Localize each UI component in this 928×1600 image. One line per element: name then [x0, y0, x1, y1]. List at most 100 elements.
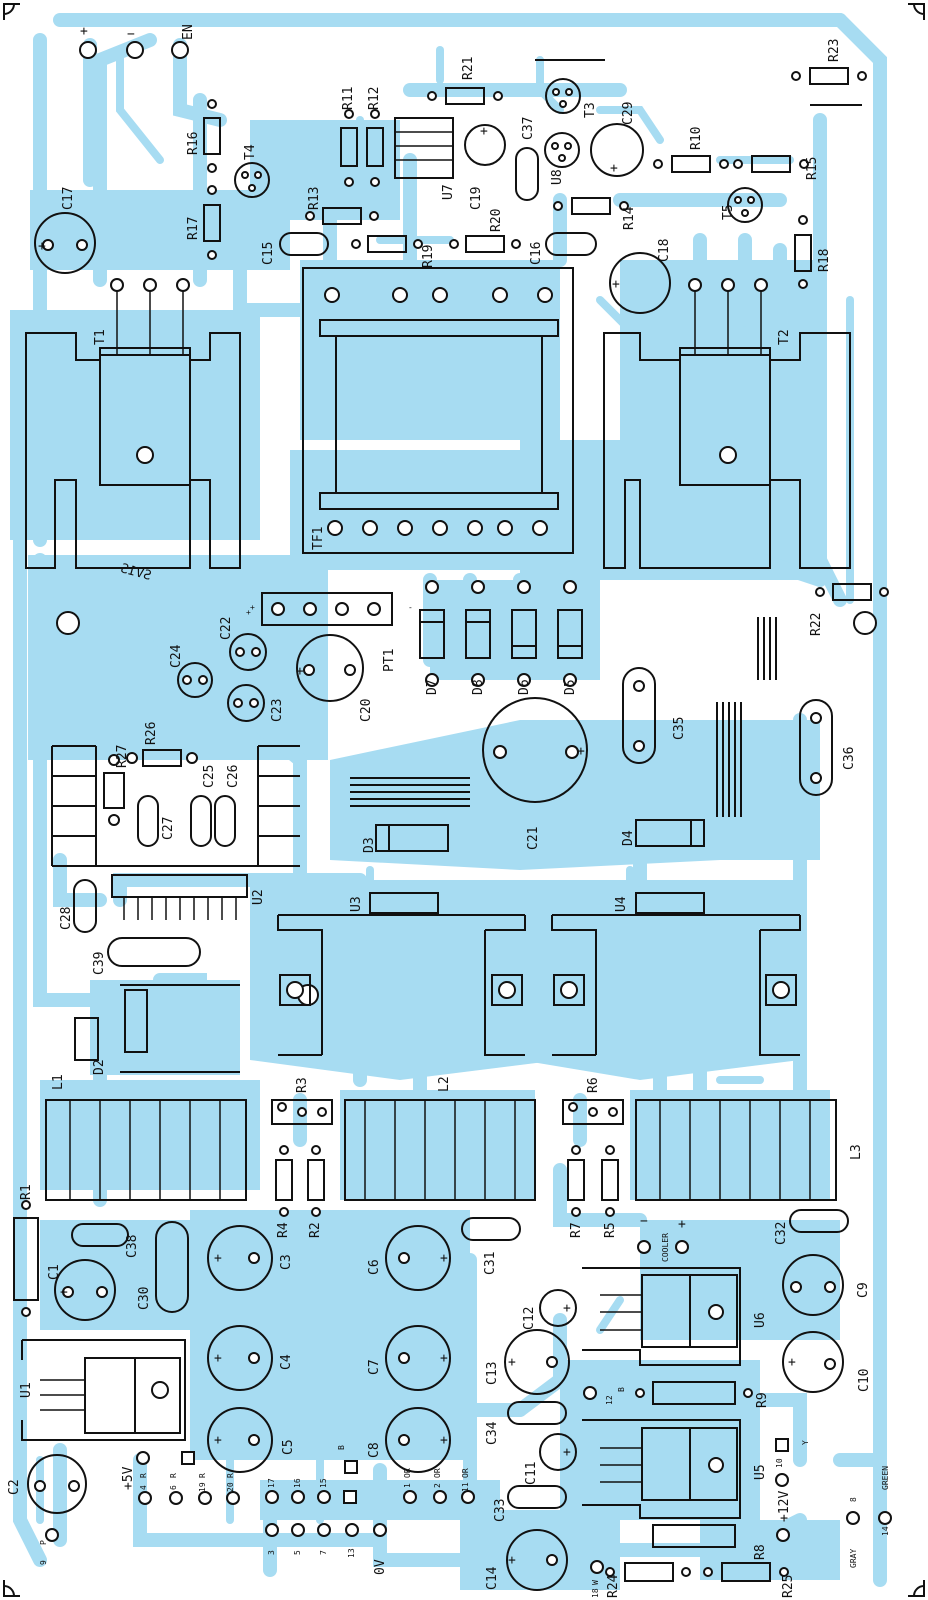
wire-links: [350, 617, 777, 817]
R5-label: R5: [603, 1222, 618, 1238]
svg-text:+: +: [480, 124, 488, 139]
D2-diode: D2: [74, 984, 240, 1075]
C20-label: C20: [359, 699, 374, 722]
C31-capacitor: C31: [461, 1217, 521, 1275]
C10-label: C10: [857, 1369, 872, 1392]
C9-label: C9: [856, 1282, 871, 1298]
svg-text:+: +: [214, 1433, 222, 1448]
C32-capacitor: C32: [774, 1209, 849, 1245]
C4-label: C4: [279, 1354, 294, 1370]
plus-terminal-label: +: [80, 24, 88, 39]
svg-text:+: +: [577, 744, 585, 759]
plus5v-label: +5V: [121, 1466, 136, 1490]
svg-text:16: 16: [293, 1478, 302, 1488]
C21-capacitor: + C21: [482, 697, 588, 850]
R15-label: R15: [805, 157, 820, 180]
R24-resistor: R24: [605, 1562, 691, 1598]
R20-label: R20: [489, 209, 504, 232]
svg-text:6: 6: [169, 1485, 178, 1490]
svg-text:2: 2: [433, 1483, 442, 1488]
svg-text:7: 7: [319, 1550, 328, 1555]
U4-label: U4: [614, 896, 629, 912]
C23-label: C23: [270, 699, 285, 722]
svg-text:W: W: [591, 1580, 600, 1585]
svg-text:+: +: [60, 1285, 68, 1300]
C34-label: C34: [485, 1421, 500, 1445]
C37-label: C37: [521, 117, 536, 140]
T3-label: T3: [583, 102, 598, 118]
R3-trimmer: R3: [271, 1077, 333, 1125]
R26-label: R26: [144, 722, 159, 745]
C12-capacitor: +C12: [522, 1289, 577, 1330]
D3-label: D3: [362, 837, 377, 853]
svg-text:OR: OR: [403, 1468, 412, 1478]
TF1-transformer: TF1: [302, 267, 574, 554]
mounting-hole: [56, 611, 80, 635]
R4-label: R4: [276, 1222, 291, 1238]
R15-resistor: R15: [733, 155, 820, 180]
svg-text:OR: OR: [433, 1468, 442, 1478]
corner-mark: [908, 1580, 925, 1597]
C1-label: C1: [47, 1264, 62, 1280]
R18-label: R18: [817, 249, 832, 272]
small-electrolytics: + C22 C23 C24: [169, 608, 285, 722]
C15-label: C15: [261, 242, 276, 265]
R2-resistor: R2: [307, 1145, 325, 1238]
cooler-label: COOLER: [661, 1233, 670, 1262]
R25-label: R25: [781, 1575, 796, 1598]
U5-regulator: U5: [582, 1419, 768, 1519]
R25-resistor: R25: [703, 1562, 796, 1598]
R7-resistor: R7: [567, 1145, 585, 1238]
C15-capacitor: C15: [261, 232, 329, 265]
L3-label: L3: [849, 1144, 864, 1160]
L3-inductor: L3: [635, 1099, 864, 1201]
bottom-connectors: 9 P +5V 4 R 6 R 19 R 20 R 17 16 15 B 3 5…: [39, 1214, 892, 1598]
C6-capacitor: +C6: [367, 1225, 451, 1291]
R22-label: R22: [809, 613, 824, 636]
minus-terminal-label: −: [127, 27, 135, 42]
svg-text:8: 8: [849, 1497, 858, 1502]
PT1-bridge: +- PT1: [250, 592, 413, 672]
C21-label: C21: [526, 827, 541, 850]
R13-resistor: R13: [305, 187, 379, 225]
C30-capacitor: C30: [137, 1221, 189, 1313]
L2-label: L2: [437, 1076, 452, 1092]
R4-resistor: R4: [275, 1145, 293, 1238]
U7-ic: U7: [394, 117, 456, 200]
R26-resistor: R26: [126, 722, 198, 767]
svg-text:+: +: [246, 608, 251, 617]
C34-capacitor: C34: [485, 1401, 567, 1445]
C33-capacitor: C33: [493, 1485, 567, 1522]
svg-text:+: +: [38, 239, 46, 254]
C36-capacitor: C36: [799, 699, 857, 796]
svg-text:-: -: [408, 603, 413, 612]
D6-label: D6: [517, 679, 532, 695]
U1-regulator: U1: [19, 1339, 186, 1441]
R20-resistor: R20: [449, 209, 521, 253]
svg-text:+: +: [440, 1251, 448, 1266]
C27-label: C27: [161, 817, 176, 840]
R27-resistor: R27: [103, 745, 130, 826]
C18-label: C18: [657, 239, 672, 262]
T4-label: T4: [243, 144, 258, 160]
C37-capacitor: C37: [515, 117, 539, 201]
svg-text:14: 14: [881, 1526, 890, 1536]
C7-label: C7: [367, 1359, 382, 1375]
svg-text:12: 12: [605, 1395, 614, 1405]
gray-label: GRAY: [849, 1549, 858, 1568]
U2-label: U2: [251, 889, 266, 905]
C32-label: C32: [774, 1222, 789, 1245]
en-terminal-label: EN: [181, 24, 196, 40]
C13-label: C13: [485, 1362, 500, 1385]
C5-capacitor: +C5: [207, 1407, 296, 1473]
D3-diode: D3: [362, 824, 449, 853]
svg-text:19: 19: [198, 1482, 207, 1492]
C28-label: C28: [59, 907, 74, 930]
corner-mark: [908, 3, 925, 20]
C22-label: C22: [219, 617, 234, 640]
svg-text:OR: OR: [461, 1468, 470, 1478]
svg-text:P: P: [39, 1540, 48, 1545]
R9-label: R9: [755, 1392, 770, 1408]
C11-capacitor: +C11: [524, 1433, 577, 1485]
svg-text:10: 10: [775, 1458, 784, 1468]
